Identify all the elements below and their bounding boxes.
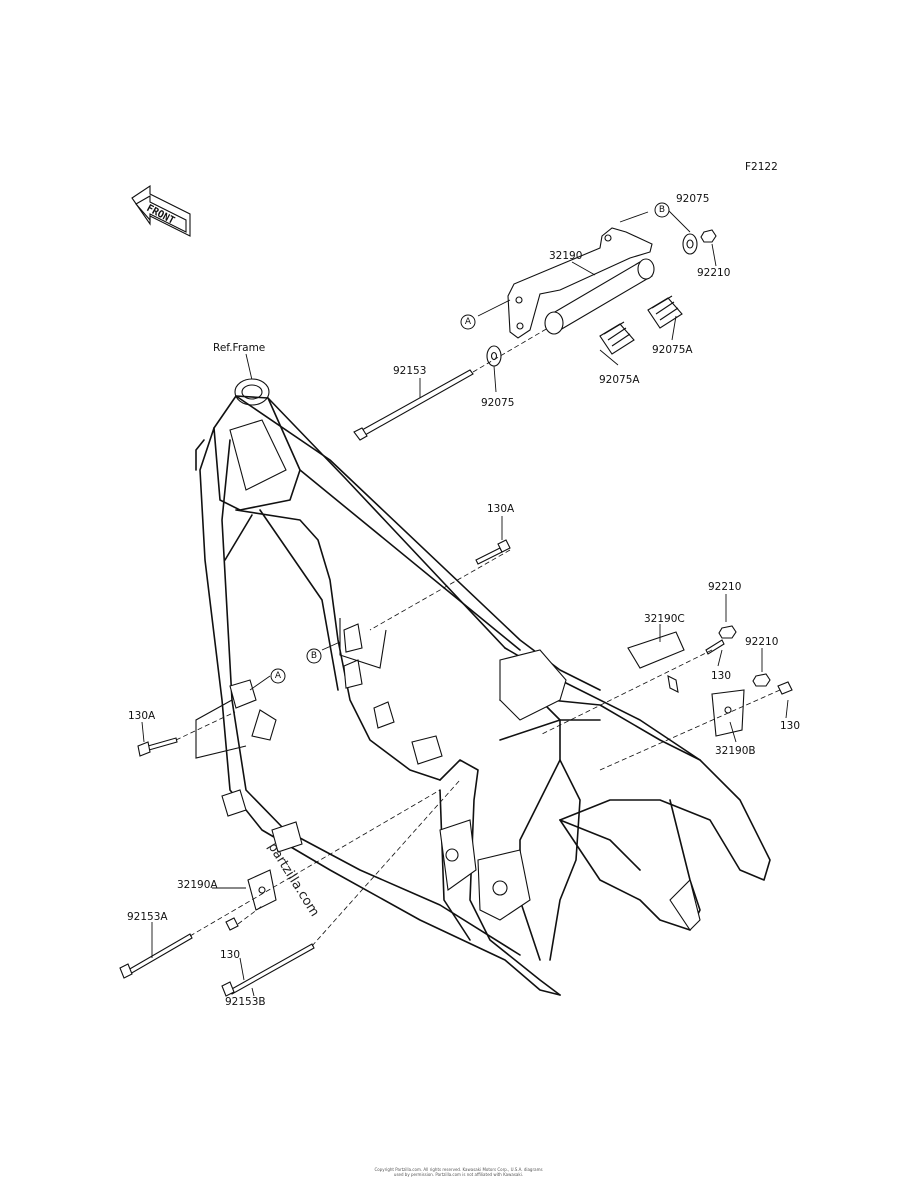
part-92075a-left: 92075A [599,374,640,386]
svg-text:A: A [465,317,472,327]
front-arrow-icon: FRONT [131,184,191,237]
copyright-notice: Copyright Partzilla.com. All rights rese… [0,1167,917,1177]
part-130-right: 130 [780,720,800,732]
part-32190c: 32190C [644,613,685,625]
callout-b-upper: B [654,202,670,218]
svg-text:A: A [275,671,282,681]
callout-a-lower: A [270,668,286,684]
part-130a-left: 130A [128,710,156,722]
svg-text:B: B [659,205,665,215]
part-92210-top: 92210 [697,267,730,279]
part-92075-mid: 92075 [481,397,514,409]
callout-b-lower: B [306,648,322,664]
motorcycle-frame [195,378,771,996]
part-130-mid: 130 [711,670,731,682]
lower-fasteners [119,539,793,997]
part-130a-top: 130A [487,503,515,515]
watermark: partzilla.com [265,840,322,919]
copyright-line-2: used by permission. Partzilla.com is not… [393,1172,524,1177]
callout-a-upper: A [460,314,476,330]
part-92153a: 92153A [127,911,168,923]
part-92153: 92153 [393,365,426,377]
part-32190: 32190 [549,250,582,262]
lower-leader-lines [141,516,789,997]
part-92153b: 92153B [225,996,266,1008]
upper-leader-lines [245,204,717,398]
part-32190b: 32190B [715,745,756,757]
upper-engine-mount-assembly [353,227,717,441]
part-32190a: 32190A [177,879,218,891]
part-130-bottom: 130 [220,949,240,961]
ref-frame-label: Ref.Frame [213,342,265,354]
part-92075-top: 92075 [676,193,709,205]
svg-text:B: B [311,651,317,661]
diagram-code: F2122 [745,161,778,173]
part-92210-mid: 92210 [708,581,741,593]
part-92210-right: 92210 [745,636,778,648]
part-92075a-right: 92075A [652,344,693,356]
copyright-line-1: Copyright Partzilla.com. All rights rese… [374,1167,543,1172]
